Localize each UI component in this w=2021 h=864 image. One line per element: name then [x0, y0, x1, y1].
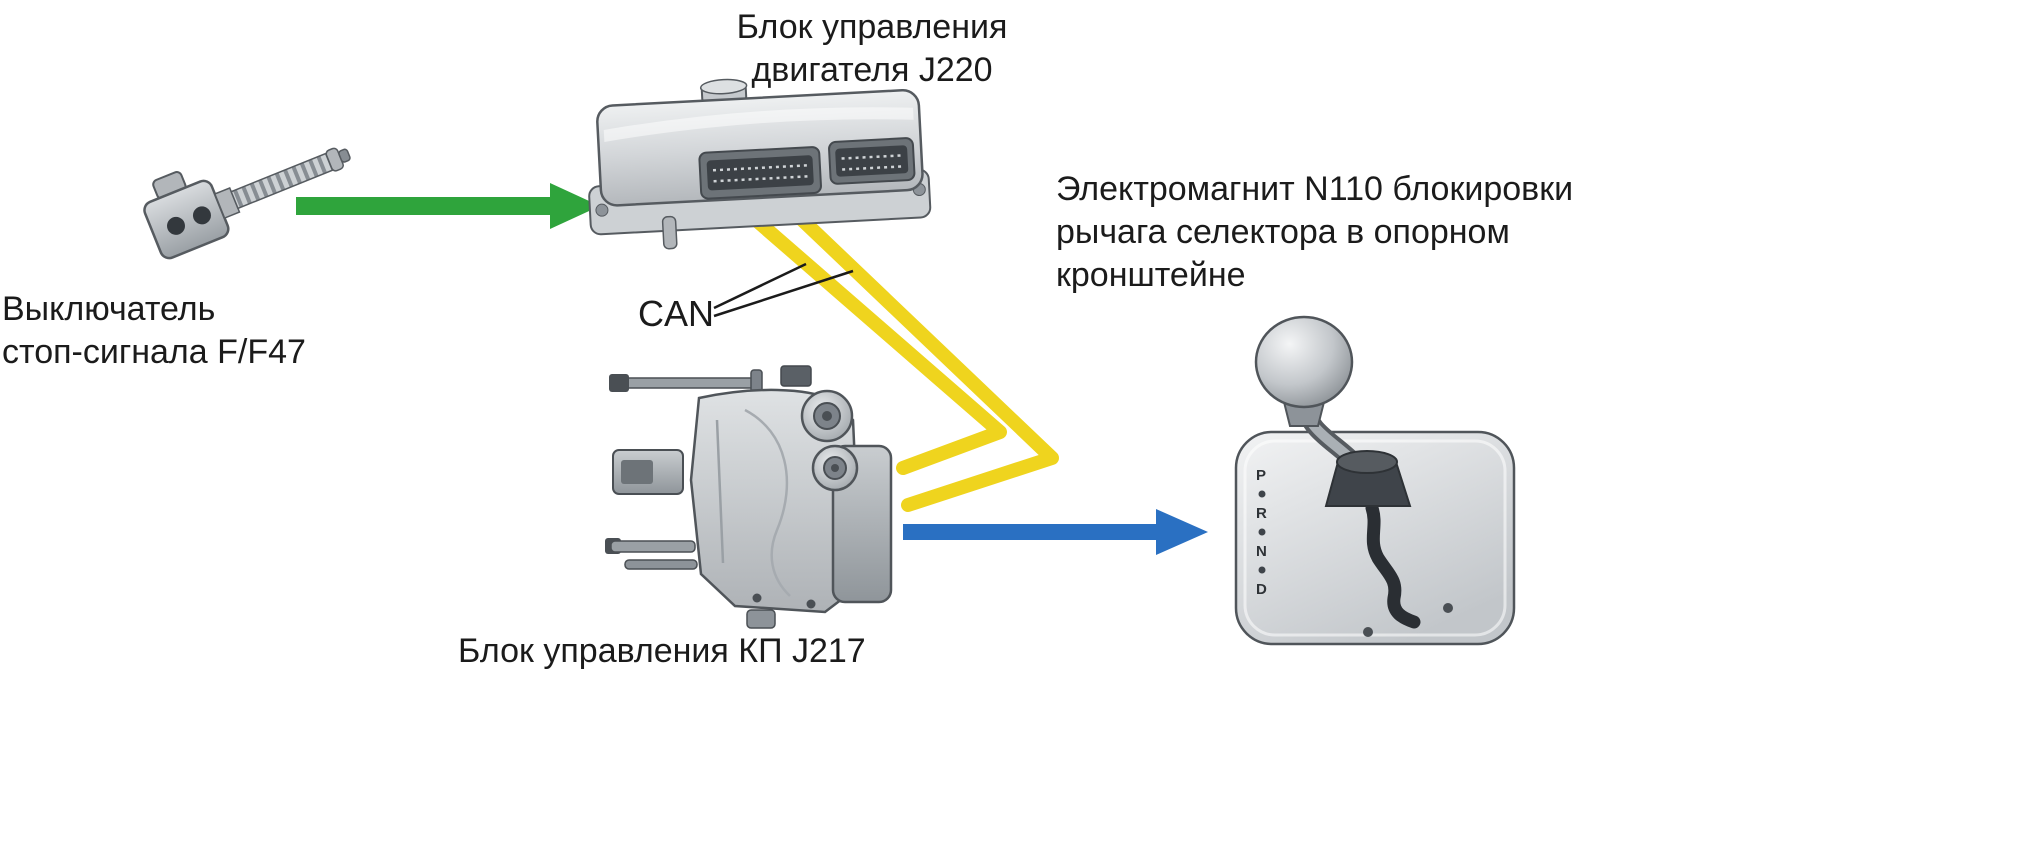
switch-contact-hole [192, 206, 211, 225]
tcu-left-connector-socket [621, 460, 653, 484]
tcu-round-connector-1 [800, 389, 854, 443]
tcu-body-detail [715, 419, 725, 564]
shifter-position-dot [1258, 490, 1266, 498]
blue-arrow [903, 509, 1208, 555]
tcu-round-connector-pin [831, 464, 839, 472]
ecu-label: Блок управления двигателя J220 [736, 8, 1008, 89]
can-callout-line-1 [713, 262, 807, 310]
connector-pins [842, 165, 903, 171]
ecu-top-sheen [603, 107, 914, 142]
can-callout-line-2 [713, 269, 854, 318]
ecu-connector-2-socket [835, 145, 909, 177]
switch-thread-shaft [230, 152, 334, 210]
can-bus-wire-1 [741, 206, 1007, 475]
shifter-plate-bevel [1243, 439, 1507, 637]
shifter-gate-slot [1365, 501, 1421, 629]
shifter-position-dot [1258, 528, 1266, 536]
connector-pins [712, 164, 807, 172]
switch-plunger-nub [338, 148, 351, 163]
ecu-cap-top [699, 78, 748, 95]
shifter-position-label: D [1256, 581, 1267, 598]
solenoid-label: Электромагнит N110 блокировки рычага сел… [1056, 170, 1574, 294]
ecu-leg [661, 215, 678, 250]
green-arrow [296, 183, 600, 229]
shifter-screw [1443, 603, 1453, 613]
shifter-boot-collar [1336, 450, 1398, 474]
shifter-position-label: N [1256, 543, 1267, 560]
ecu-illustration [588, 78, 932, 250]
shifter-screw [1363, 627, 1373, 637]
tcu-foot [746, 609, 776, 629]
tcu-top-connector [780, 365, 812, 387]
tcu-lower-rods [605, 538, 698, 570]
tcu-round-connector-pin [822, 411, 832, 421]
tcu-screw [806, 599, 816, 609]
tcu-rod [624, 559, 698, 570]
tcu-rod [622, 377, 756, 389]
tcu-rod [610, 540, 696, 553]
can-label: CAN [638, 293, 715, 334]
shifter-position-label: R [1256, 505, 1267, 522]
tcu-body-detail [744, 408, 791, 597]
shifter-boot [1324, 450, 1412, 507]
shifter-position-label: P [1256, 467, 1266, 484]
gear-selector-illustration: P R N D [1234, 315, 1516, 646]
tcu-screw [752, 593, 762, 603]
shifter-position-dot [1258, 566, 1266, 574]
can-bus-wire-2 [788, 206, 1059, 512]
ecu-connector-1-socket [706, 155, 814, 191]
tcu-round-connector-2 [811, 444, 859, 492]
connector-pins [841, 154, 902, 160]
switch-contact-hole [167, 216, 186, 235]
tcu-illustration [605, 365, 893, 629]
brake-switch-label: Выключатель стоп-сигнала F/F47 [2, 290, 306, 371]
ecu-mount-hole [595, 203, 609, 217]
connector-pins [713, 175, 808, 183]
tcu-rod-tip [609, 374, 629, 392]
tcu-left-connector [612, 449, 684, 495]
tcu-label: Блок управления КП J217 [458, 632, 866, 670]
shifter-knob [1254, 315, 1354, 409]
brake-light-switch-illustration [143, 147, 351, 260]
